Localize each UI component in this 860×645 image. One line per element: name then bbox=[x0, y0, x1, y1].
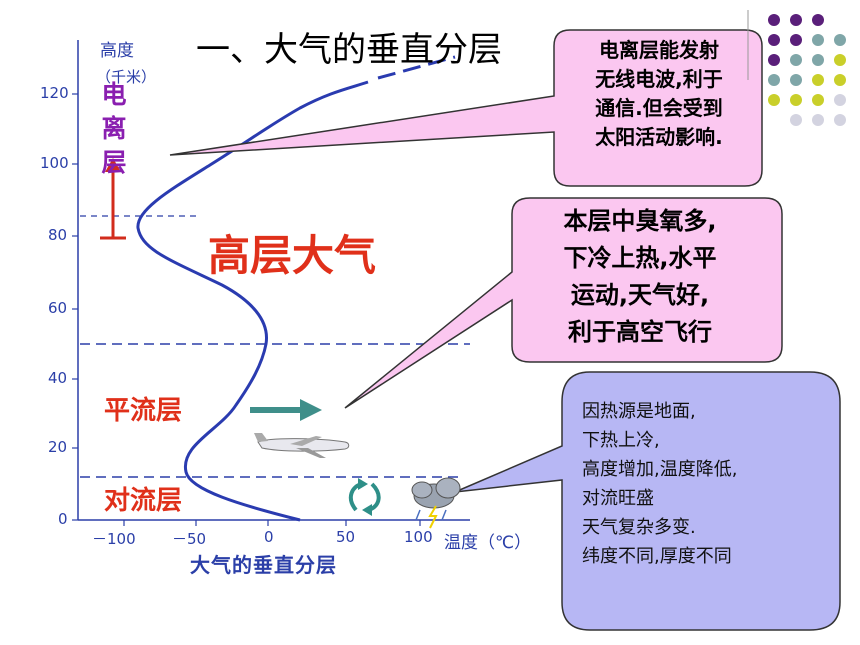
x-ticks bbox=[123, 520, 421, 526]
airplane-icon bbox=[254, 433, 350, 458]
y-tick-label: 100 bbox=[40, 154, 69, 172]
y-axis-unit: （千米） bbox=[96, 68, 157, 86]
callout-troposphere-text: 因热源是地面, 下热上冷, 高度增加,温度降低, 对流旺盛 天气复杂多变. 纬度… bbox=[582, 397, 842, 571]
ionosphere-label: 电离层 bbox=[101, 80, 127, 177]
callout-line: 对流旺盛 bbox=[582, 488, 654, 509]
diagram-caption: 大气的垂直分层 bbox=[190, 553, 337, 577]
callout-ionosphere-text: 电离层能发射 无线电波,利于 通信.但会受到 太阳活动影响. bbox=[560, 36, 758, 152]
y-tick-label: 120 bbox=[40, 84, 69, 102]
y-tick-label: 60 bbox=[48, 299, 68, 317]
callout-stratosphere bbox=[344, 197, 783, 409]
convection-arrows-icon bbox=[348, 482, 381, 512]
temperature-curve-extension bbox=[377, 55, 456, 80]
callout-ionosphere bbox=[169, 29, 763, 187]
x-tick-label: 100 bbox=[404, 528, 433, 546]
callout-line: 通信.但会受到 bbox=[595, 96, 723, 120]
temperature-curve bbox=[136, 80, 369, 522]
callout-line: 下热上冷, bbox=[582, 430, 660, 451]
troposphere-label: 对流层 bbox=[104, 486, 183, 516]
callout-line: 因热源是地面, bbox=[582, 401, 696, 422]
stratosphere-label: 平流层 bbox=[104, 396, 183, 426]
y-tick-label: 80 bbox=[48, 226, 68, 244]
ionosphere-arrow-head bbox=[105, 158, 121, 172]
callout-line: 下冷上热,水平 bbox=[563, 244, 717, 272]
callout-line: 本层中臭氧多, bbox=[563, 207, 717, 235]
callout-line: 电离层能发射 bbox=[599, 38, 719, 62]
upper-atmosphere-label: 高层大气 bbox=[208, 231, 377, 280]
y-tick-label: 0 bbox=[58, 510, 68, 528]
x-tick-label: 0 bbox=[264, 528, 274, 546]
callout-line: 运动,天气好, bbox=[570, 281, 710, 309]
y-ticks bbox=[72, 93, 78, 521]
slide-title: 一、大气的垂直分层 bbox=[196, 30, 502, 70]
horizontal-flow-arrow bbox=[250, 399, 322, 421]
callout-line: 无线电波,利于 bbox=[595, 67, 723, 91]
thundercloud-icon bbox=[411, 477, 461, 529]
callout-stratosphere-text: 本层中臭氧多, 下冷上热,水平 运动,天气好, 利于高空飞行 bbox=[512, 203, 768, 351]
x-tick-label: －50 bbox=[172, 530, 207, 548]
x-axis-title: 温度（℃） bbox=[444, 533, 532, 553]
x-tick-label: 50 bbox=[336, 528, 356, 546]
y-axis-title: 高度 bbox=[100, 41, 134, 61]
callout-line: 天气复杂多变. bbox=[582, 517, 696, 538]
callout-line: 利于高空飞行 bbox=[568, 318, 712, 346]
x-tick-label: －100 bbox=[92, 530, 136, 548]
y-tick-label: 20 bbox=[48, 438, 68, 456]
callout-line: 高度增加,温度降低, bbox=[582, 459, 738, 480]
callout-troposphere bbox=[454, 371, 841, 631]
y-tick-label: 40 bbox=[48, 369, 68, 387]
callout-line: 纬度不同,厚度不同 bbox=[582, 546, 732, 567]
callout-line: 太阳活动影响. bbox=[595, 125, 723, 149]
